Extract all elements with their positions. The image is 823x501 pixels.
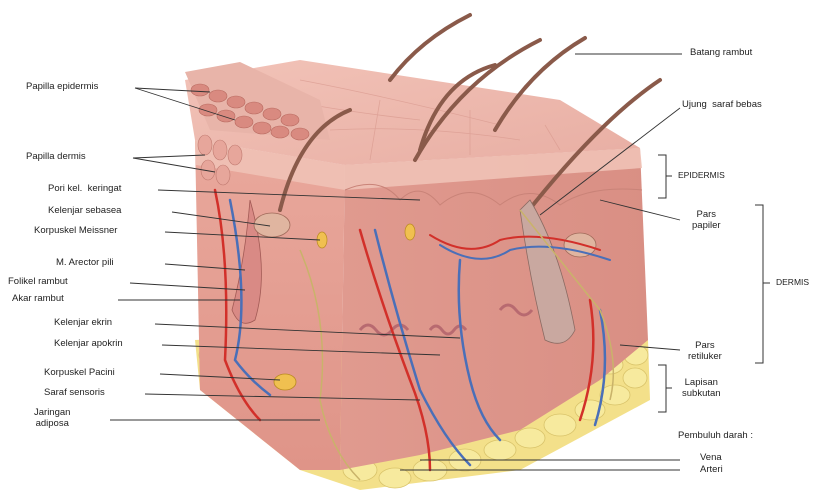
dermis-front-face [195, 140, 345, 470]
label-dermis: DERMIS [776, 278, 809, 288]
label-epidermis: EPIDERMIS [678, 171, 725, 181]
label-akar-rambut: Akar rambut [12, 294, 64, 305]
label-pars-papiler: Pars papiler [692, 210, 721, 232]
label-korpuskel-meissner: Korpuskel Meissner [34, 226, 117, 237]
label-saraf-sensoris: Saraf sensoris [44, 388, 105, 399]
label-lapisan-subkutan: Lapisan subkutan [682, 378, 721, 400]
label-arteri: Arteri [700, 465, 723, 476]
label-jaringan-adiposa: Jaringan adiposa [34, 408, 70, 430]
label-folikel-rambut: Folikel rambut [8, 277, 68, 288]
epidermis-bracket [658, 155, 672, 198]
label-batang-rambut: Batang rambut [690, 48, 752, 59]
label-kelenjar-ekrin: Kelenjar ekrin [54, 318, 112, 329]
label-ujung-saraf-bebas: Ujung saraf bebas [682, 100, 762, 111]
label-pori-keringat: Pori kel. keringat [48, 184, 121, 195]
subkutan-bracket [658, 365, 672, 412]
label-kelenjar-apokrin: Kelenjar apokrin [54, 339, 123, 350]
label-korpuskel-pacini: Korpuskel Pacini [44, 368, 115, 379]
label-kelenjar-sebasea: Kelenjar sebasea [48, 206, 121, 217]
pacini-corpuscle [274, 374, 296, 390]
dermis-bracket [755, 205, 770, 363]
label-arector-pili: M. Arector pili [56, 258, 114, 269]
label-vena: Vena [700, 453, 722, 464]
label-papilla-dermis: Papilla dermis [26, 152, 86, 163]
label-pars-retiluker: Pars retiluker [688, 341, 722, 363]
label-papilla-epidermis: Papilla epidermis [26, 82, 98, 93]
label-pembuluh-darah: Pembuluh darah : [678, 431, 753, 442]
